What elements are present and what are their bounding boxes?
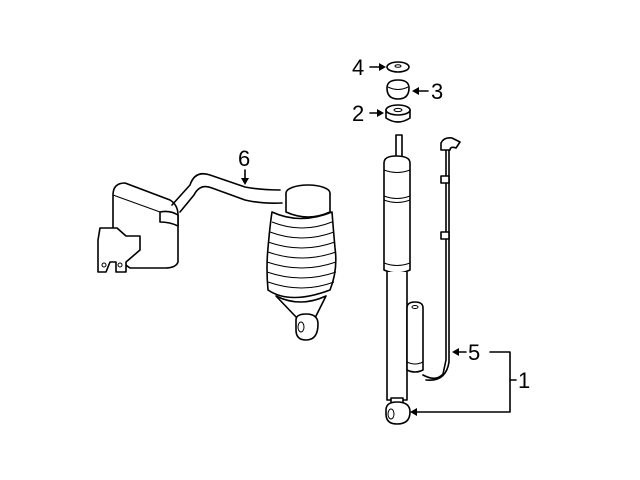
callout-4: 4 bbox=[352, 55, 365, 80]
callout-1: 1 bbox=[518, 368, 531, 393]
callout-6: 6 bbox=[238, 146, 251, 171]
bushing-part-3 bbox=[386, 79, 410, 100]
shock-absorber bbox=[383, 134, 411, 425]
callout-3: 3 bbox=[431, 79, 444, 104]
washer-part-4 bbox=[386, 61, 410, 73]
air-spring-part-6 bbox=[97, 172, 337, 341]
bushing-part-2 bbox=[385, 104, 411, 123]
callout-2: 2 bbox=[352, 101, 365, 126]
leader-lines bbox=[241, 63, 517, 416]
callout-5: 5 bbox=[468, 340, 481, 365]
air-line-part-5 bbox=[406, 137, 461, 381]
